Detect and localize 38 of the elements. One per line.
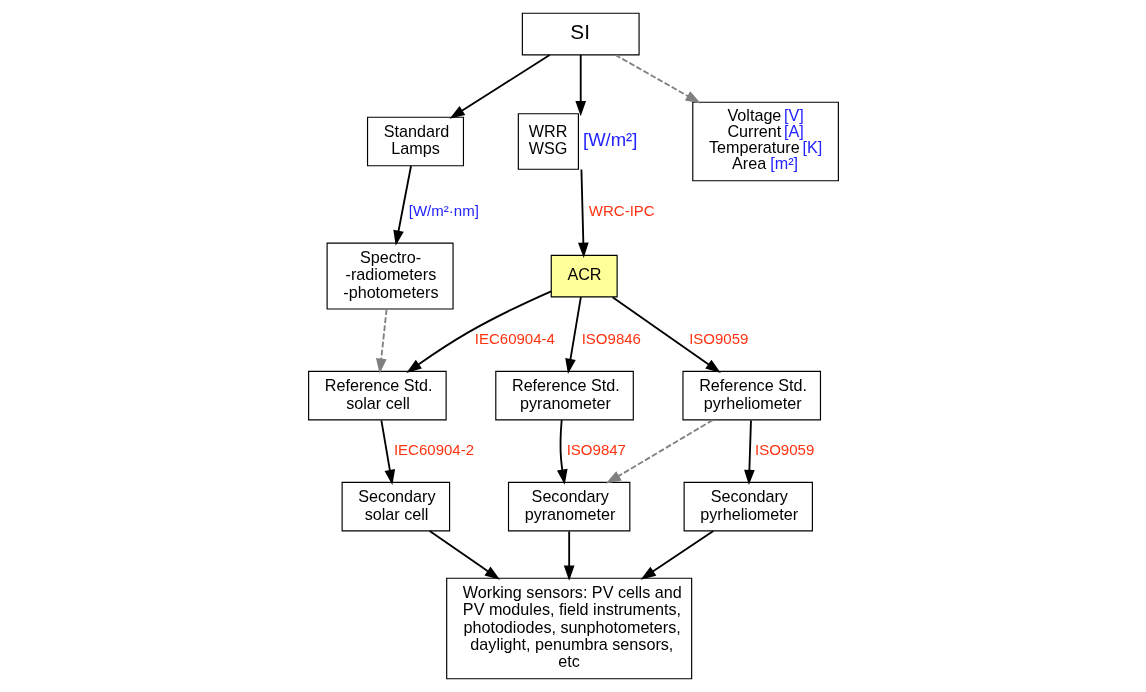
node-box: Secondary pyranometer [507, 481, 630, 532]
arrow [640, 530, 714, 580]
edge-label: ISO9059 [688, 330, 748, 348]
node-box: Secondary pyrheliometer [683, 481, 813, 532]
arrow [614, 54, 701, 104]
arrow [574, 54, 586, 117]
node-box: WRR WSG [517, 113, 579, 170]
arrow [428, 530, 500, 580]
arrow [563, 530, 574, 581]
arrow [375, 308, 388, 374]
edge-label: ISO9059 [754, 441, 814, 459]
arrow [379, 419, 395, 486]
edge-label: ISO9846 [581, 330, 641, 348]
arrow [605, 419, 713, 484]
edge-label: ISO9847 [566, 441, 626, 459]
arrow [611, 296, 721, 373]
edge-label: IEC60904-4 [474, 330, 555, 348]
node-box: Working sensors: PV cells and PV modules, field instruments, photodiodes, sunphotometers, daylight, penumbra sensors, etc [445, 577, 692, 680]
arrow [449, 54, 551, 119]
arrow [392, 165, 412, 246]
node-box: Spectro- -radiometers -photometers [326, 242, 454, 310]
edge-label: [W/m²·nm] [408, 201, 479, 219]
arrow [577, 168, 589, 258]
node-box: Reference Std. pyranometer [494, 370, 634, 421]
edge-label: IEC60904-2 [393, 441, 474, 459]
node-label: [W/m²] [582, 128, 637, 150]
node-box: ACR [550, 254, 618, 298]
node-box: Secondary solar cell [341, 481, 450, 532]
node-box: SI [521, 12, 640, 56]
node-box: Reference Std. solar cell [307, 370, 447, 421]
node-box: Standard Lamps [366, 116, 464, 167]
node-box: Voltage [V] Current [A] Temperature [K] Area [m²] [691, 101, 839, 182]
arrow [564, 296, 582, 375]
node-box: Reference Std. pyrheliometer [681, 370, 821, 421]
arrow [405, 290, 552, 373]
edge-label: WRC-IPC [588, 201, 655, 219]
arrow [556, 419, 568, 485]
arrow [743, 419, 755, 486]
